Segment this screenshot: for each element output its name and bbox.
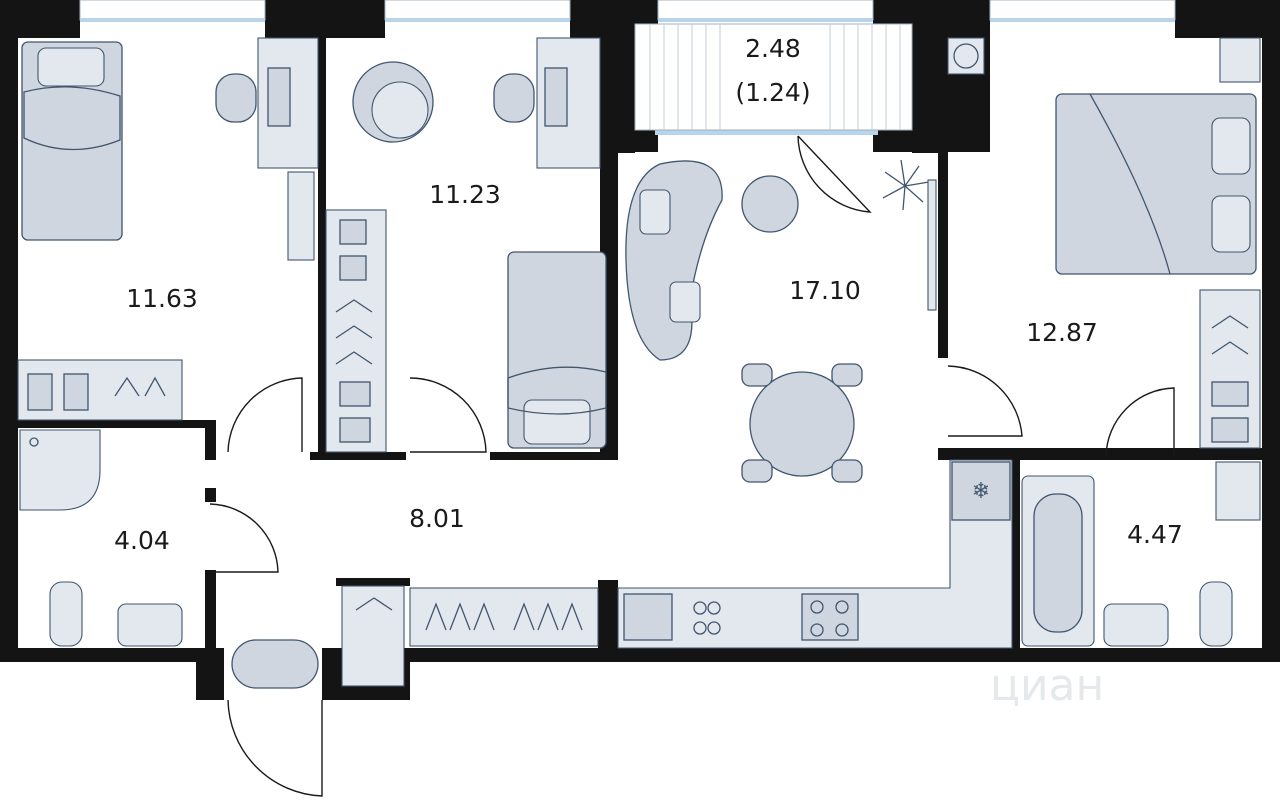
walls — [0, 0, 1280, 700]
area-label-bathroom-left: 4.04 — [114, 526, 170, 555]
washing-machine — [947, 37, 1261, 83]
bed-single-left — [21, 41, 123, 241]
kitchen-counter: ❄ — [617, 459, 1013, 649]
area-label-hallway: 8.01 — [409, 504, 465, 533]
wardrobe-right — [1199, 289, 1261, 449]
balcony-railing — [634, 23, 913, 131]
desk-middle — [493, 37, 601, 169]
desk-left — [215, 37, 319, 261]
coffee-table — [741, 175, 799, 233]
washer-right — [1215, 461, 1261, 521]
bathtub — [1021, 475, 1095, 647]
dresser-left — [17, 359, 183, 421]
wardrobe-middle — [325, 209, 387, 453]
armchair-middle — [352, 61, 434, 143]
windows — [79, 0, 1176, 135]
watermark-text: циан — [990, 660, 1104, 711]
area-label-bedroom-left: 11.63 — [126, 284, 198, 313]
bed-single-middle — [507, 251, 607, 449]
hallway-closet — [341, 585, 599, 687]
ottoman — [231, 639, 319, 689]
doors — [209, 135, 1175, 797]
bed-double — [1055, 93, 1257, 275]
sink-right — [1103, 603, 1169, 647]
toilet-right — [1199, 581, 1233, 647]
plant — [882, 159, 930, 211]
sofa — [625, 160, 723, 361]
shower — [19, 429, 101, 511]
sink-left — [117, 603, 183, 647]
tv-panel — [927, 179, 937, 311]
area-label-balcony: 2.48 — [745, 34, 801, 63]
area-label-balcony-sub: (1.24) — [735, 78, 810, 107]
area-label-bathroom-right: 4.47 — [1127, 520, 1183, 549]
area-label-bedroom-right: 12.87 — [1026, 318, 1098, 347]
toilet-left — [49, 581, 83, 647]
svg-text:❄: ❄ — [972, 479, 990, 504]
area-label-bedroom-middle: 11.23 — [429, 180, 501, 209]
area-label-living-kitchen: 17.10 — [789, 276, 861, 305]
dining-table — [741, 363, 863, 483]
